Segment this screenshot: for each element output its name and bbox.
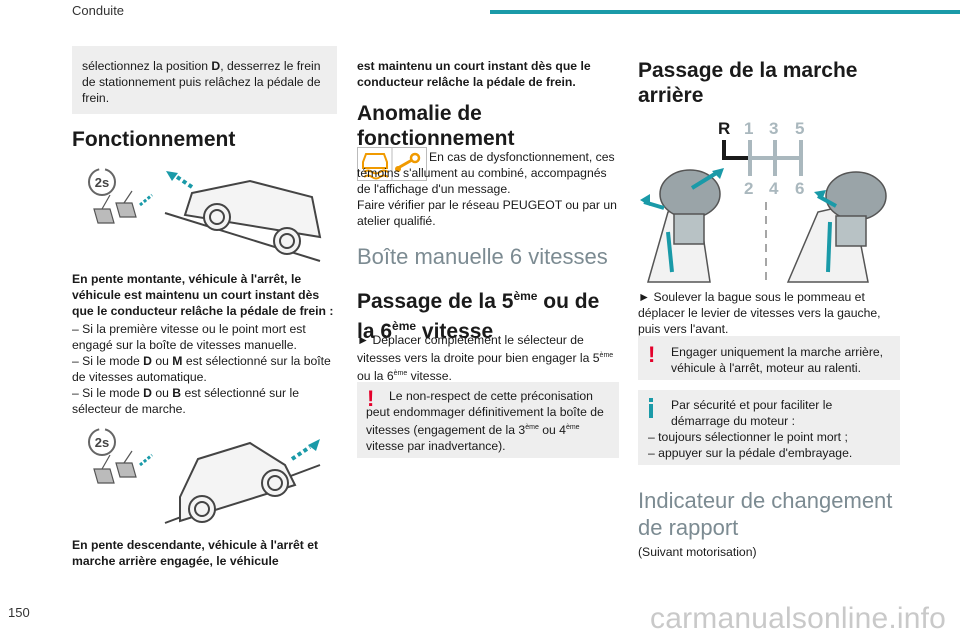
downhill-description: En pente descendante, véhicule à l'arrêt… <box>72 538 319 568</box>
uphill-item-1: – Si la première vitesse ou le point mor… <box>72 322 306 352</box>
heading-fonctionnement: Fonctionnement <box>72 128 236 151</box>
pedals-icon <box>93 190 137 224</box>
anomaly-text: En cas de dysfonctionnement, ces témoins… <box>357 150 615 196</box>
gear-lever-right-icon <box>786 171 887 283</box>
svg-text:4: 4 <box>769 179 779 198</box>
watermark: carmanualsonline.info <box>650 602 947 635</box>
svg-text:3: 3 <box>769 119 778 138</box>
car-uphill-icon <box>183 179 322 255</box>
uphill-illustration: 2s <box>88 168 322 262</box>
uphill-item-2: – Si le mode D ou M est sélectionné sur … <box>72 354 331 384</box>
header-section-title: Conduite <box>72 3 125 18</box>
downhill-illustration: 2s <box>88 428 321 524</box>
svg-text:1: 1 <box>744 119 753 138</box>
page-number: 150 <box>8 605 30 620</box>
info-icon <box>648 398 654 418</box>
gear-shift-illustration: R 1 3 5 2 4 6 <box>640 119 887 283</box>
svg-text:R: R <box>718 119 730 138</box>
heading-boite-manuelle: Boîte manuelle 6 vitesses <box>357 244 608 269</box>
warning-lamps <box>357 147 427 181</box>
info-item-1: – toujours sélectionner le point mort ; <box>648 430 848 444</box>
warning-box-reverse <box>638 336 900 380</box>
timer-icon: 2s <box>88 428 116 456</box>
uphill-description: En pente montante, véhicule à l'arrêt, l… <box>72 272 334 318</box>
heading-anomalie: Anomalie de fonctionnement <box>357 102 515 150</box>
reverse-text: ► Soulever la bague sous le pommeau et d… <box>638 290 881 336</box>
car-downhill-icon <box>179 441 297 523</box>
warning-icon: ! <box>648 342 656 367</box>
timer-icon: 2s <box>88 168 116 196</box>
svg-text:5: 5 <box>795 119 804 138</box>
shift-text: ► Déplacer complètement le sélecteur de … <box>357 333 614 384</box>
anomaly-text-2: Faire vérifier par le réseau PEUGEOT ou … <box>357 198 617 228</box>
pedals-icon <box>93 450 137 484</box>
svg-text:2s: 2s <box>95 175 109 190</box>
info-text: Par sécurité et pour faciliter le démarr… <box>671 398 833 428</box>
svg-text:6: 6 <box>795 179 804 198</box>
uphill-item-3: – Si le mode D ou B est sélectionné sur … <box>72 386 299 416</box>
warning-text-reverse: Engager uniquement la marche arrière, vé… <box>671 345 884 375</box>
warning-text-gearbox: Le non-respect de cette préconisation pe… <box>366 389 604 454</box>
svg-text:2s: 2s <box>95 435 109 450</box>
continued-text: est maintenu un court instant dès que le… <box>357 59 591 89</box>
intro-box <box>72 46 337 114</box>
info-item-2: – appuyer sur la pédale d'embrayage. <box>648 446 853 460</box>
heading-marche-arriere: Passage de la marche arrière <box>638 59 858 107</box>
warning-box-gearbox <box>357 382 619 458</box>
heading-passage-5-6: Passage de la 5ème ou de la 6ème vitesse <box>357 289 600 343</box>
indicator-note: (Suivant motorisation) <box>638 545 757 559</box>
heading-indicateur: Indicateur de changement de rapport <box>638 488 893 540</box>
wrench-icon <box>395 152 421 172</box>
svg-text:2: 2 <box>744 179 753 198</box>
warning-icon: ! <box>367 386 375 411</box>
gear-lever-left-icon <box>640 168 724 283</box>
gear-pattern: R 1 3 5 2 4 6 <box>718 119 804 282</box>
info-box <box>638 390 900 465</box>
header-accent-bar <box>490 10 960 14</box>
traction-control-icon <box>362 153 389 180</box>
intro-text: sélectionnez la position D, desserrez le… <box>82 59 321 105</box>
